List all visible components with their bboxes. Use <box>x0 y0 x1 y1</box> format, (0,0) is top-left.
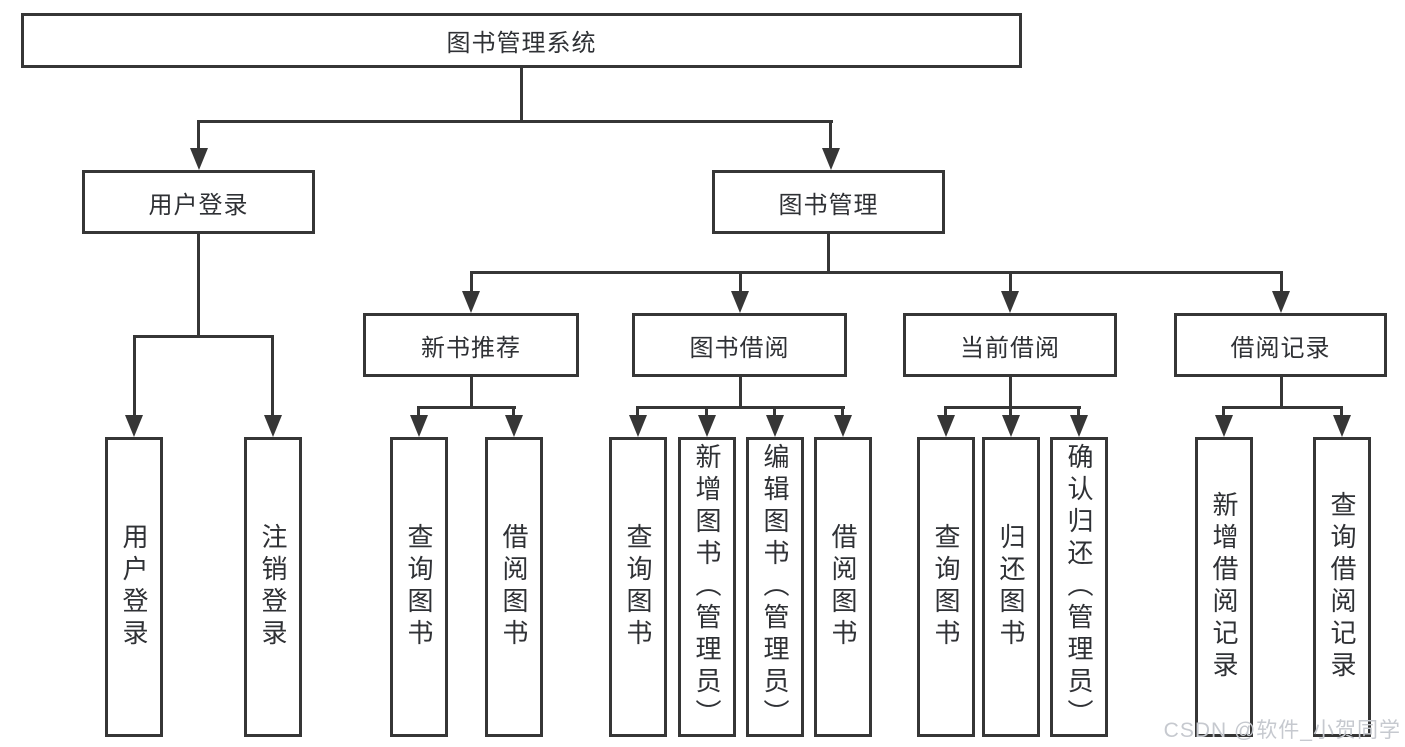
connector-line <box>1077 406 1080 417</box>
connector-line <box>827 234 830 274</box>
connector-line <box>520 68 523 123</box>
arrowhead <box>1333 415 1351 437</box>
arrowhead <box>698 415 716 437</box>
connector-line <box>470 271 1283 274</box>
connector-line <box>1280 271 1283 293</box>
connector-line <box>636 406 639 417</box>
arrowhead <box>462 291 480 313</box>
arrowhead <box>834 415 852 437</box>
connector-line <box>1280 377 1283 409</box>
arrowhead <box>264 415 282 437</box>
arrowhead <box>822 148 840 170</box>
connector-line <box>1222 406 1225 417</box>
connector-line <box>773 406 776 417</box>
watermark: CSDN @软件_小贺同学 <box>1163 719 1401 742</box>
leaf-borrow-books: 借阅图书 <box>814 437 872 737</box>
connector-line <box>133 335 136 417</box>
node-root: 图书管理系统 <box>21 13 1022 68</box>
connector-line <box>739 271 742 293</box>
arrowhead <box>505 415 523 437</box>
connector-line <box>470 271 473 293</box>
leaf-add-borrow-record: 新增借阅记录 <box>1195 437 1253 737</box>
connector-line <box>1009 271 1012 293</box>
connector-line <box>197 234 200 337</box>
leaf-logout: 注销登录 <box>244 437 302 737</box>
connector-line <box>1009 406 1012 417</box>
connector-line <box>417 406 420 417</box>
leaf-query-borrow-record: 查询借阅记录 <box>1313 437 1371 737</box>
leaf-query-books-recommend: 查询图书 <box>390 437 448 737</box>
leaf-borrow-books-recommend: 借阅图书 <box>485 437 543 737</box>
connector-line <box>841 406 844 417</box>
node-book-borrow: 图书借阅 <box>632 313 847 377</box>
arrowhead <box>190 148 208 170</box>
leaf-confirm-return-admin: 确认归还（管理员） <box>1050 437 1108 737</box>
leaf-query-books-borrow: 查询图书 <box>609 437 667 737</box>
connector-line <box>944 406 947 417</box>
arrowhead <box>1272 291 1290 313</box>
arrowhead <box>766 415 784 437</box>
leaf-edit-books-admin: 编辑图书（管理员） <box>746 437 804 737</box>
connector-line <box>829 120 832 150</box>
arrowhead <box>1215 415 1233 437</box>
node-user-login: 用户登录 <box>82 170 315 234</box>
connector-line <box>470 377 473 409</box>
leaf-user-login: 用户登录 <box>105 437 163 737</box>
arrowhead <box>1070 415 1088 437</box>
connector-line <box>197 120 200 150</box>
arrowhead <box>410 415 428 437</box>
arrowhead <box>1001 291 1019 313</box>
connector-line <box>1340 406 1343 417</box>
node-new-book-recommend: 新书推荐 <box>363 313 579 377</box>
connector-line <box>1222 406 1343 409</box>
connector-line <box>197 120 833 123</box>
arrowhead <box>731 291 749 313</box>
arrowhead <box>1002 415 1020 437</box>
connector-line <box>417 406 516 409</box>
node-current-borrow: 当前借阅 <box>903 313 1117 377</box>
connector-line <box>133 335 274 338</box>
connector-line <box>271 335 274 417</box>
leaf-query-books-current: 查询图书 <box>917 437 975 737</box>
leaf-return-books: 归还图书 <box>982 437 1040 737</box>
node-book-management: 图书管理 <box>712 170 945 234</box>
connector-line <box>636 406 845 409</box>
connector-line <box>705 406 708 417</box>
connector-line <box>944 406 1081 409</box>
arrowhead <box>629 415 647 437</box>
connector-line <box>739 377 742 409</box>
leaf-add-books-admin: 新增图书（管理员） <box>678 437 736 737</box>
node-borrow-records: 借阅记录 <box>1174 313 1387 377</box>
connector-line <box>1009 377 1012 409</box>
arrowhead <box>125 415 143 437</box>
connector-line <box>512 406 515 417</box>
arrowhead <box>937 415 955 437</box>
